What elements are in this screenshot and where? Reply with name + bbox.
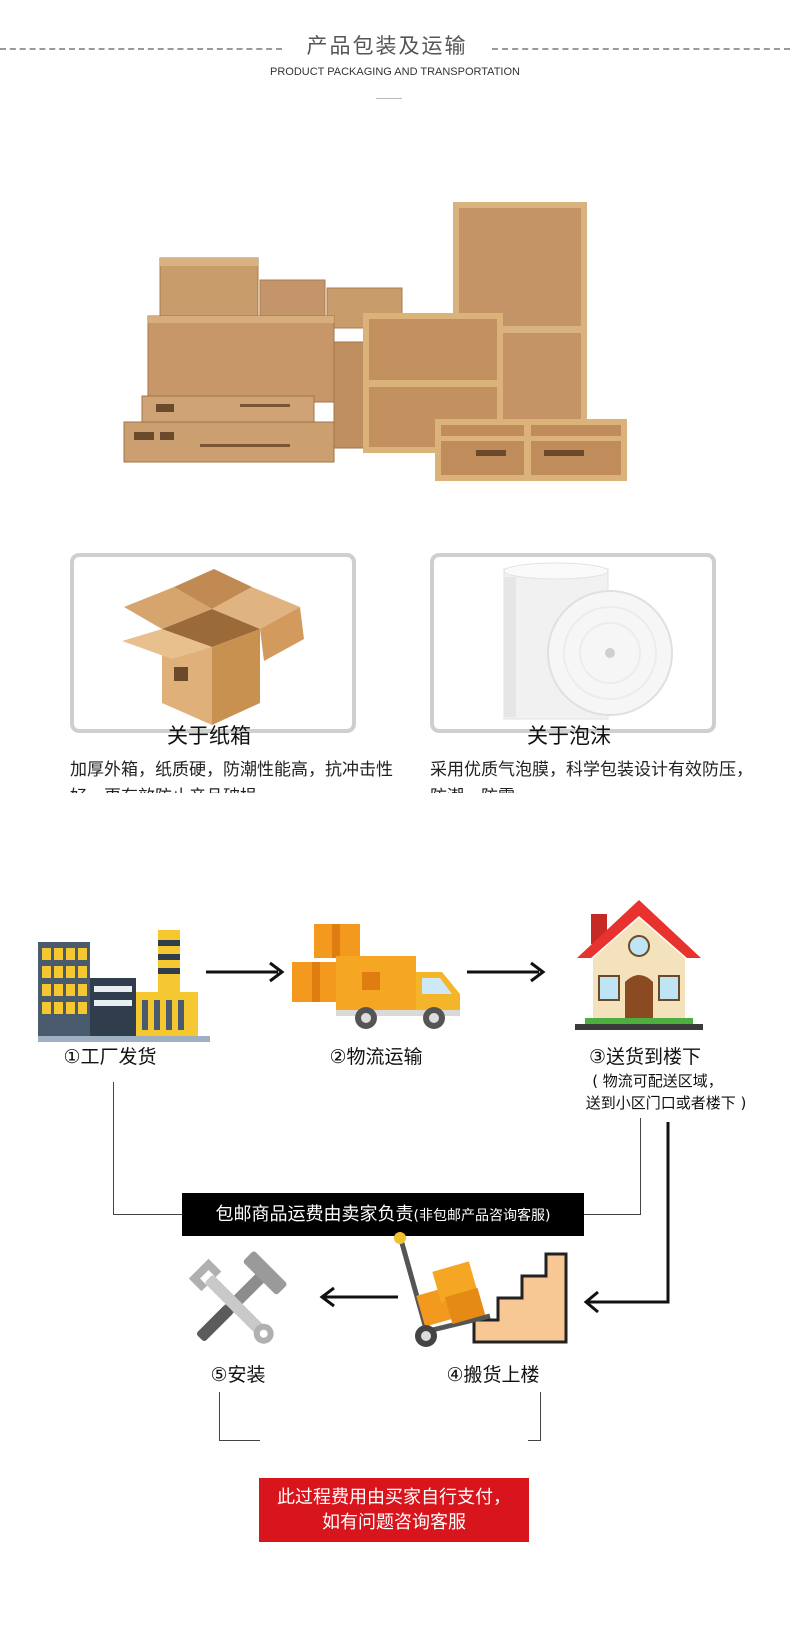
hammer-wrench-icon xyxy=(188,1251,287,1344)
bubble-wrap-roll-icon xyxy=(503,562,673,720)
cardboard-box-icon xyxy=(122,569,304,725)
shipping-notice-main: 包邮商品运费由卖家负责 xyxy=(215,1204,414,1225)
house-icon xyxy=(575,900,703,1030)
section-title: 产品包装及运输 xyxy=(306,34,468,58)
step-1-label: ①工厂发货 xyxy=(63,1046,157,1068)
connector-line xyxy=(219,1440,260,1441)
arrow-right-icon xyxy=(206,961,285,983)
connector-line xyxy=(640,1118,641,1215)
fee-notice-line2: 如有问题咨询客服 xyxy=(322,1512,466,1533)
title-underline xyxy=(376,98,402,99)
section-subtitle: PRODUCT PACKAGING AND TRANSPORTATION xyxy=(270,66,520,78)
arrow-left-icon xyxy=(319,1286,398,1308)
delivery-truck-icon xyxy=(292,924,460,1029)
carton-description: 加厚外箱，纸质硬，防潮性能高，抗冲击性好，更有效防止产品破损 xyxy=(70,760,393,793)
step-5-label: ⑤安装 xyxy=(210,1364,266,1386)
installation-fee-notice: 此过程费用由买家自行支付， 如有问题咨询客服 xyxy=(259,1478,529,1542)
factory-icon xyxy=(38,930,210,1042)
step-3-label: ③送货到楼下 xyxy=(588,1046,702,1068)
carton-image-card xyxy=(70,553,356,733)
connector-line xyxy=(528,1440,541,1441)
hand-truck-stairs-icon xyxy=(394,1232,568,1347)
connector-line xyxy=(113,1082,114,1215)
foam-image-card xyxy=(430,553,716,733)
fee-notice-line1: 此过程费用由买家自行支付， xyxy=(277,1487,511,1508)
connector-line xyxy=(219,1392,220,1440)
packaging-boxes-image xyxy=(123,202,627,481)
arrow-down-left-icon xyxy=(583,1122,670,1314)
arrow-right-icon xyxy=(467,961,546,983)
connector-line xyxy=(540,1392,541,1440)
shipping-notice-small: (非包邮产品咨询客服) xyxy=(413,1208,551,1224)
carton-title: 关于纸箱 xyxy=(167,724,251,748)
foam-title: 关于泡沫 xyxy=(527,724,611,748)
delivery-area-note-line1: ( 物流可配送区域， xyxy=(592,1072,723,1090)
foam-description: 采用优质气泡膜，科学包装设计有效防压，防潮，防震 xyxy=(430,760,753,793)
connector-line xyxy=(584,1214,641,1215)
step-4-label: ④搬货上楼 xyxy=(446,1364,540,1386)
shipping-notice-bar: 包邮商品运费由卖家负责(非包邮产品咨询客服) xyxy=(182,1193,584,1236)
header-divider-right xyxy=(492,48,790,50)
step-2-label: ②物流运输 xyxy=(329,1046,423,1068)
connector-line xyxy=(113,1214,183,1215)
delivery-area-note-line2: 送到小区门口或者楼下 ) xyxy=(585,1094,747,1112)
header-divider-left xyxy=(0,48,282,50)
